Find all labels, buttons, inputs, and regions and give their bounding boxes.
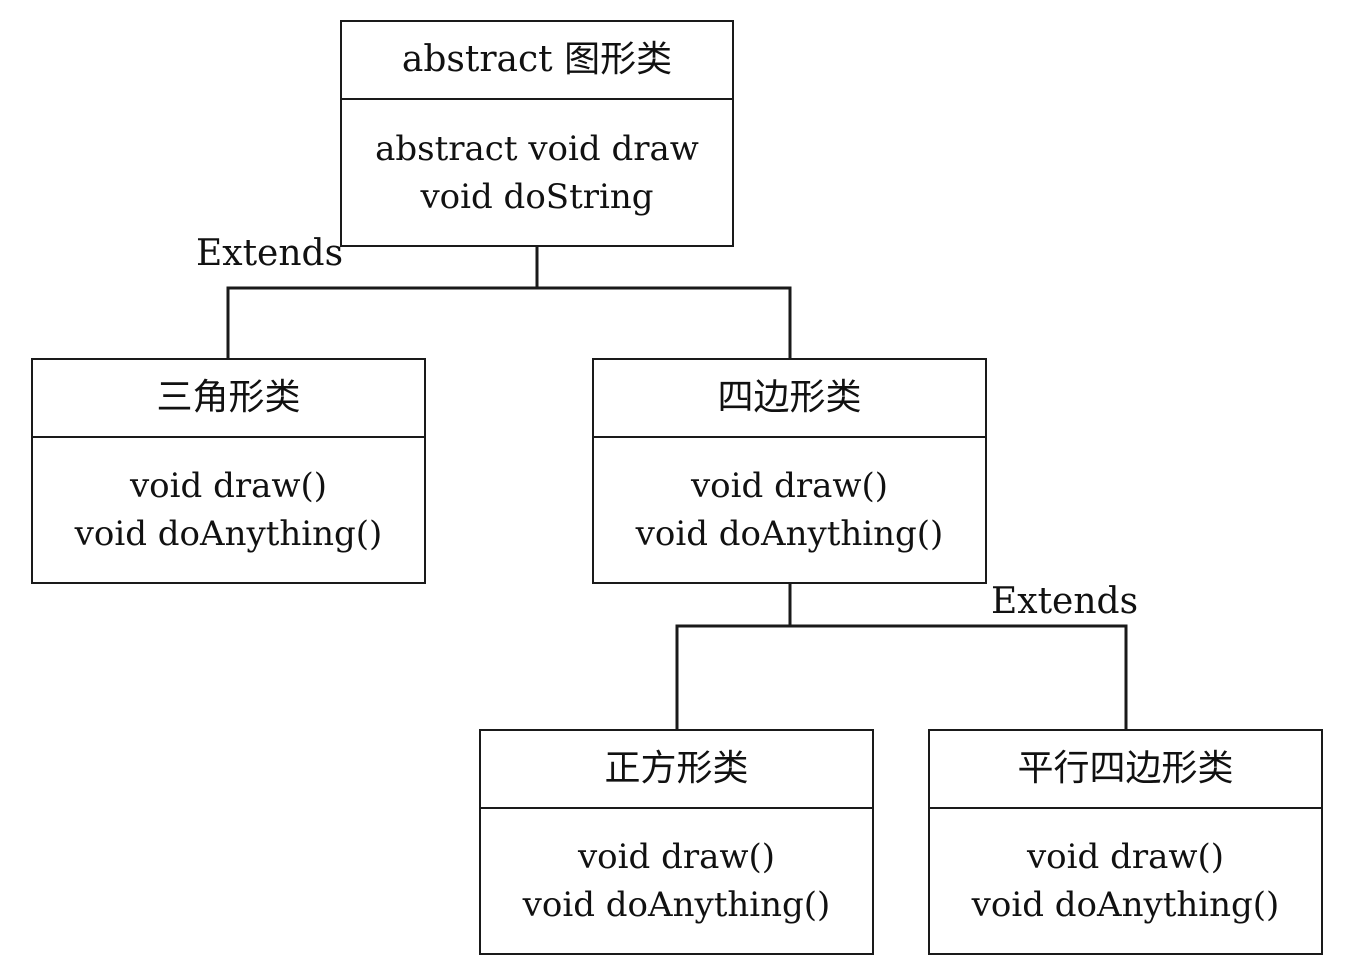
method-abstract-draw: abstract void draw xyxy=(375,128,699,169)
method-draw: void draw() xyxy=(690,466,889,506)
extends-label-top: Extends xyxy=(196,233,344,274)
class-name-triangle: 三角形类 xyxy=(33,360,424,438)
method-draw: void draw() xyxy=(1026,837,1225,877)
class-name-square: 正方形类 xyxy=(481,731,872,809)
class-name-parallelogram: 平行四边形类 xyxy=(930,731,1321,809)
class-methods-triangle: void draw() void doAnything() xyxy=(33,438,424,582)
method-do-string: void doString xyxy=(420,176,654,217)
class-name-shape: abstract 图形类 xyxy=(342,22,732,100)
method-do-anything: void doAnything() xyxy=(635,514,944,554)
extends-label-bottom: Extends xyxy=(991,581,1139,622)
class-box-quadrilateral: 四边形类 void draw() void doAnything() xyxy=(592,358,987,584)
method-do-anything: void doAnything() xyxy=(74,514,383,554)
class-methods-square: void draw() void doAnything() xyxy=(481,809,872,953)
method-do-anything: void doAnything() xyxy=(971,885,1280,925)
class-methods-quadrilateral: void draw() void doAnything() xyxy=(594,438,985,582)
method-do-anything: void doAnything() xyxy=(522,885,831,925)
class-methods-shape: abstract void draw void doString xyxy=(342,100,732,245)
class-box-shape: abstract 图形类 abstract void draw void doS… xyxy=(340,20,734,247)
class-box-triangle: 三角形类 void draw() void doAnything() xyxy=(31,358,426,584)
class-box-parallelogram: 平行四边形类 void draw() void doAnything() xyxy=(928,729,1323,955)
class-box-square: 正方形类 void draw() void doAnything() xyxy=(479,729,874,955)
class-methods-parallelogram: void draw() void doAnything() xyxy=(930,809,1321,953)
method-draw: void draw() xyxy=(129,466,328,506)
class-name-quadrilateral: 四边形类 xyxy=(594,360,985,438)
method-draw: void draw() xyxy=(577,837,776,877)
